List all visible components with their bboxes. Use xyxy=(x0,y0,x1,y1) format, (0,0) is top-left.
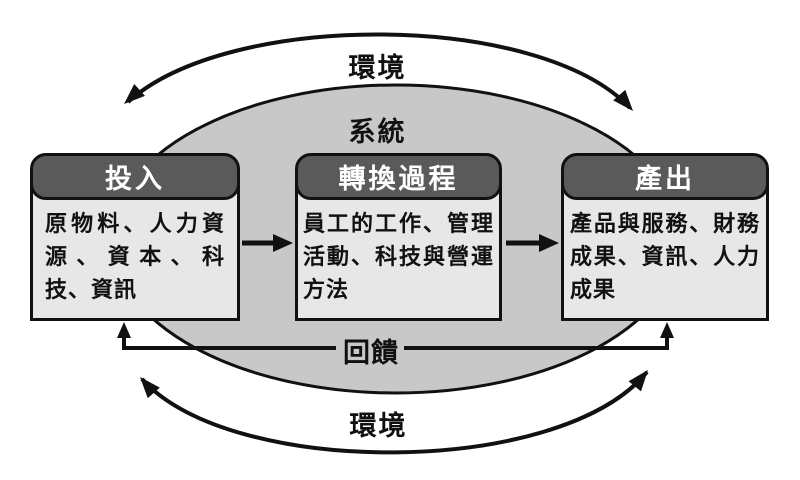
feedback-left-arrowhead xyxy=(117,322,131,338)
output-box-title: 產出 xyxy=(635,164,695,194)
environment-bottom-label: 環境 xyxy=(349,411,408,441)
output-box-body-text: 產品與服務、財務成果、資訊、人力成果 xyxy=(570,211,760,302)
transformation-box-title: 轉換過程 xyxy=(338,164,459,194)
output-box-header: 產出 xyxy=(561,153,769,200)
transform-to-output-arrowhead xyxy=(539,234,559,252)
transformation-box-body-text: 員工的工作、管理活動、科技與營運方法 xyxy=(303,211,494,302)
environment-top-label: 環境 xyxy=(348,53,407,83)
environment-top-arc xyxy=(126,32,632,110)
environment-bottom-left-arrowhead xyxy=(140,377,160,399)
system-label: 系統 xyxy=(348,117,407,147)
environment-bottom-arc xyxy=(140,370,649,455)
transformation-box-header: 轉換過程 xyxy=(295,153,502,200)
feedback-right-arrowhead xyxy=(660,322,674,338)
feedback-label: 回饋 xyxy=(343,338,399,368)
input-box: 投入 原物料、人力資源、資本、科技、資訊 xyxy=(30,153,240,321)
output-box: 產出 產品與服務、財務成果、資訊、人力成果 xyxy=(561,153,769,321)
input-to-transform-arrowhead xyxy=(273,234,293,252)
transformation-box: 轉換過程 員工的工作、管理活動、科技與營運方法 xyxy=(295,153,502,321)
input-box-body-text: 原物料、人力資源、資本、科技、資訊 xyxy=(45,211,225,302)
input-box-header: 投入 xyxy=(30,153,240,200)
environment-top-right-arrowhead xyxy=(613,89,633,111)
environment-top-left-arrowhead xyxy=(124,84,145,104)
environment-bottom-right-arrowhead xyxy=(628,370,648,392)
input-box-title: 投入 xyxy=(105,164,165,194)
